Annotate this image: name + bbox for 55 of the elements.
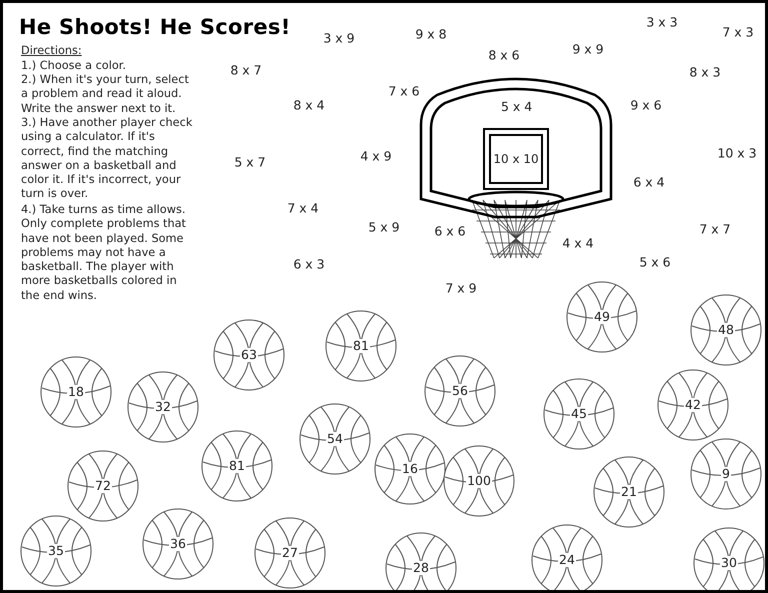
multiplication-problem: 3 x 3	[646, 14, 678, 30]
multiplication-problem: 8 x 6	[488, 48, 520, 62]
multiplication-problem: 7 x 9	[445, 280, 477, 296]
directions-heading: Directions:	[21, 44, 83, 58]
multiplication-problem: 7 x 7	[699, 222, 731, 236]
multiplication-problem: 6 x 4	[633, 174, 665, 190]
answer-number: 48	[717, 323, 735, 337]
answer-number: 72	[94, 479, 112, 493]
answer-number: 63	[240, 348, 258, 362]
answer-number: 100	[466, 474, 492, 488]
multiplication-problem: 4 x 4	[562, 236, 594, 250]
backboard	[417, 75, 615, 221]
multiplication-problem: 5 x 4	[501, 99, 532, 114]
multiplication-problem: 5 x 9	[368, 220, 400, 234]
multiplication-problem: 7 x 4	[287, 200, 319, 216]
multiplication-problem: 4 x 9	[360, 148, 392, 164]
answer-number: 30	[720, 556, 738, 570]
answer-number: 9	[721, 467, 731, 481]
multiplication-problem: 5 x 6	[639, 254, 671, 270]
multiplication-problem: 7 x 6	[388, 84, 420, 98]
answer-number: 24	[558, 553, 576, 567]
answer-number: 81	[352, 339, 370, 353]
direction-step: 2.) When it's your turn, select a problem and read it aloud. Write the answer next to it.	[21, 73, 193, 116]
answer-number: 54	[326, 432, 344, 446]
answer-number: 45	[570, 407, 588, 421]
direction-step: 4.) Take turns as time allows. Only complete problems that have not been played. Some problems may not have a basketball. The player with more basketballs colored in the end wins.	[21, 203, 193, 304]
target-square	[483, 128, 549, 190]
multiplication-problem: 9 x 6	[630, 98, 662, 112]
multiplication-problem: 9 x 8	[415, 26, 447, 42]
answer-number: 56	[451, 384, 469, 398]
multiplication-problem: 5 x 7	[234, 154, 266, 170]
multiplication-problem: 9 x 9	[572, 42, 604, 56]
multiplication-problem: 7 x 3	[722, 24, 754, 40]
answer-number: 32	[154, 400, 172, 414]
multiplication-problem: 3 x 9	[323, 30, 355, 46]
multiplication-problem: 8 x 4	[293, 98, 325, 112]
answer-number: 36	[169, 537, 187, 551]
direction-step: 3.) Have another player check using a calculator. If it's correct, find the matching answer on a basketball and color it. If it's incorrect, your turn is over.	[21, 116, 193, 202]
answer-number: 35	[47, 544, 65, 558]
multiplication-problem: 6 x 6	[434, 224, 466, 238]
multiplication-problem: 8 x 3	[689, 64, 721, 80]
direction-step: 1.) Choose a color.	[21, 59, 193, 74]
multiplication-problem: 6 x 3	[293, 256, 325, 272]
answer-number: 18	[67, 385, 85, 399]
multiplication-problem: 10 x 3	[717, 146, 757, 160]
answer-number: 42	[684, 398, 702, 412]
multiplication-problem: 10 x 10	[493, 152, 539, 166]
answer-number: 16	[401, 462, 419, 476]
answer-number: 81	[228, 459, 246, 473]
worksheet-title: He Shoots! He Scores!	[19, 15, 291, 39]
answer-number: 28	[412, 561, 430, 575]
multiplication-problem: 8 x 7	[230, 62, 262, 78]
answer-number: 27	[281, 546, 299, 560]
answer-number: 49	[593, 310, 611, 324]
answer-number: 21	[620, 485, 638, 499]
